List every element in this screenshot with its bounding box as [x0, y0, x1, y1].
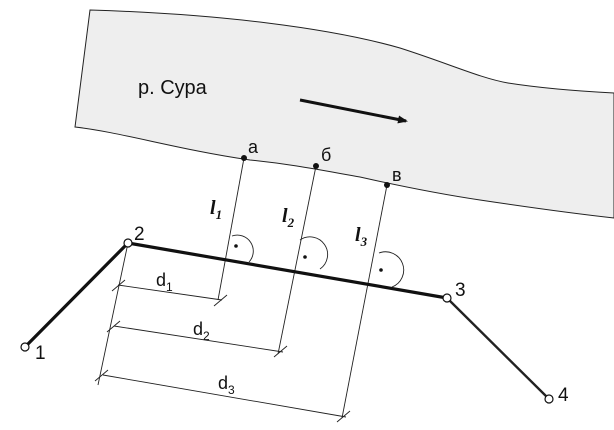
dimension-label-d2: d2 — [193, 319, 210, 343]
dimension-label-d1: d1 — [156, 270, 173, 294]
right-angle-arc-l3 — [378, 251, 405, 288]
right-angle-arc-l1 — [231, 234, 254, 263]
shore-label-a: а — [248, 137, 259, 157]
right-angle-dot-l2 — [303, 255, 307, 259]
right-angle-arc-l2 — [299, 236, 329, 270]
extension-line-station-2 — [97, 242, 129, 386]
traverse-line-3-4 — [446, 297, 550, 400]
right-angle-dot-l1 — [234, 244, 238, 248]
tick-d1-end — [213, 294, 228, 307]
offset-label-l2: l2 — [282, 205, 295, 230]
offset-label-l1: l1 — [210, 197, 222, 222]
dimension-line-d3 — [102, 374, 347, 418]
flow-direction-arrow — [299, 98, 408, 124]
shore-label-b: б — [321, 145, 331, 165]
offset-line-l1 — [217, 157, 245, 301]
station-label-4: 4 — [558, 385, 569, 406]
station-label-1: 1 — [35, 343, 46, 364]
dimension-line-d1 — [117, 284, 223, 301]
tick-d2-end — [273, 345, 288, 358]
traverse-line-2-3 — [126, 241, 449, 300]
offset-label-l3: l3 — [355, 224, 368, 249]
tick-d2-start — [106, 320, 121, 333]
right-angle-dot-l3 — [379, 268, 383, 272]
dimension-label-d3: d3 — [218, 373, 235, 397]
tick-d3-start — [94, 369, 109, 382]
shore-point-v — [384, 182, 390, 188]
river-band — [74, 9, 614, 219]
station-marker-2 — [123, 238, 133, 248]
traverse-line-1-2 — [23, 241, 130, 349]
offset-line-l2 — [277, 165, 317, 355]
tick-d3-end — [336, 410, 351, 423]
river-label: р. Сура — [138, 77, 208, 99]
station-marker-3 — [442, 293, 452, 303]
station-marker-4 — [544, 394, 554, 404]
offset-line-l3 — [341, 184, 388, 419]
dimension-line-d2 — [113, 325, 284, 353]
station-label-3: 3 — [455, 280, 466, 301]
shore-label-v: в — [392, 165, 402, 185]
station-label-2: 2 — [134, 224, 145, 245]
shore-point-a — [241, 155, 247, 161]
station-marker-1 — [20, 342, 30, 352]
shore-point-b — [313, 163, 319, 169]
tick-d1-start — [111, 279, 126, 292]
